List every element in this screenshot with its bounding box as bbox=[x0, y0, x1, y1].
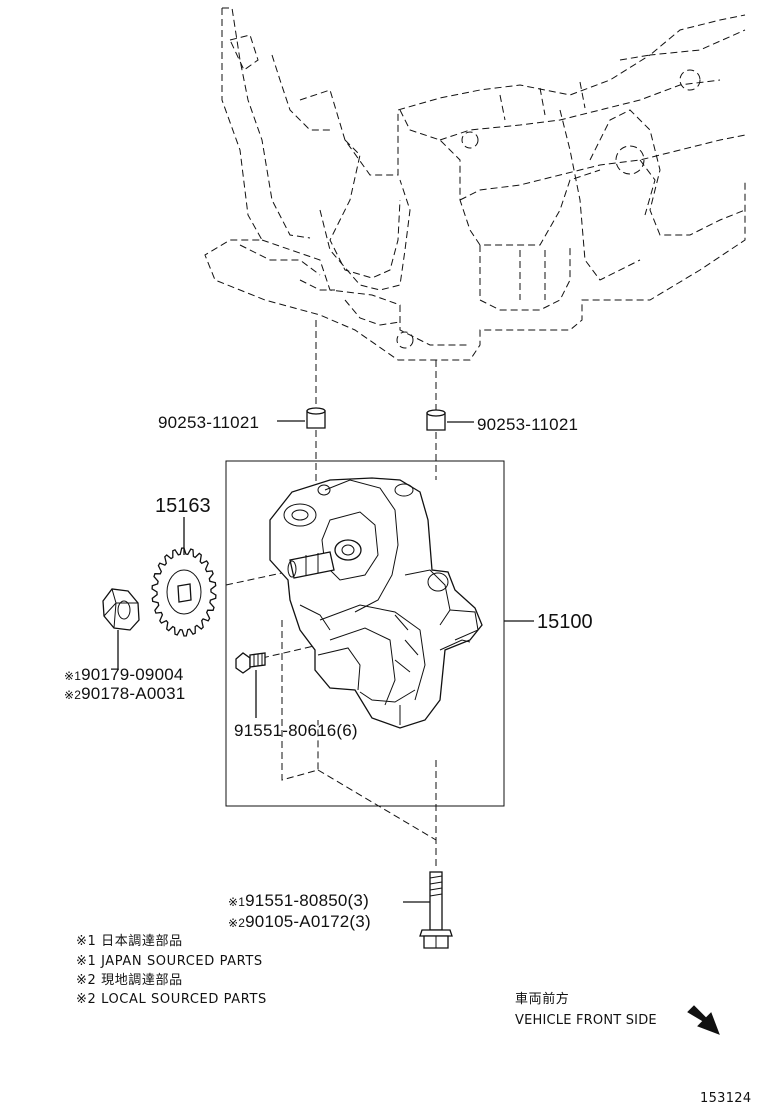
leader-lines bbox=[117, 420, 534, 903]
long-bolt bbox=[419, 871, 453, 949]
direction-label-jp: 車両前方 bbox=[515, 991, 569, 1007]
label-long-bolt-1: ※191551-80850(3) bbox=[228, 891, 369, 910]
label-dowel-left: 90253-11021 bbox=[158, 413, 259, 432]
part-long-bolt-2: 90105-A0172(3) bbox=[245, 912, 371, 931]
engine-block-outline bbox=[204, 7, 746, 361]
label-pump-assembly: 15100 bbox=[537, 611, 593, 633]
part-long-bolt-1: 91551-80850(3) bbox=[245, 891, 369, 910]
flange-nut bbox=[102, 588, 140, 631]
marker-nut-2: ※2 bbox=[64, 688, 81, 702]
direction-arrow-icon bbox=[687, 1005, 720, 1035]
marker-nut-1: ※1 bbox=[64, 669, 81, 683]
small-bolt bbox=[235, 652, 266, 674]
label-nut-2: ※290178-A0031 bbox=[64, 684, 185, 703]
label-long-bolt-2: ※290105-A0172(3) bbox=[228, 912, 371, 931]
sprocket-gear bbox=[151, 547, 217, 637]
dowel-pin-right bbox=[426, 409, 446, 431]
pump-assembly-box bbox=[225, 460, 505, 807]
label-sprocket: 15163 bbox=[155, 495, 211, 517]
direction-label-en: VEHICLE FRONT SIDE bbox=[515, 1013, 657, 1028]
part-nut-2: 90178-A0031 bbox=[81, 684, 185, 703]
dowel-pin-left bbox=[306, 407, 326, 429]
note-2-en: ※2 LOCAL SOURCED PARTS bbox=[76, 992, 267, 1007]
label-dowel-right: 90253-11021 bbox=[477, 415, 578, 434]
figure-id: 153124 bbox=[700, 1091, 751, 1106]
marker-long-bolt-1: ※1 bbox=[228, 895, 245, 909]
note-1-jp: ※1 日本調達部品 bbox=[76, 934, 183, 949]
oil-pump-body bbox=[269, 477, 483, 729]
note-2-jp: ※2 現地調達部品 bbox=[76, 973, 183, 988]
label-nut-1: ※190179-09004 bbox=[64, 665, 184, 684]
part-nut-1: 90179-09004 bbox=[81, 665, 183, 684]
label-small-bolt: 91551-80616(6) bbox=[234, 721, 358, 740]
note-1-en: ※1 JAPAN SOURCED PARTS bbox=[76, 954, 263, 969]
marker-long-bolt-2: ※2 bbox=[228, 916, 245, 930]
